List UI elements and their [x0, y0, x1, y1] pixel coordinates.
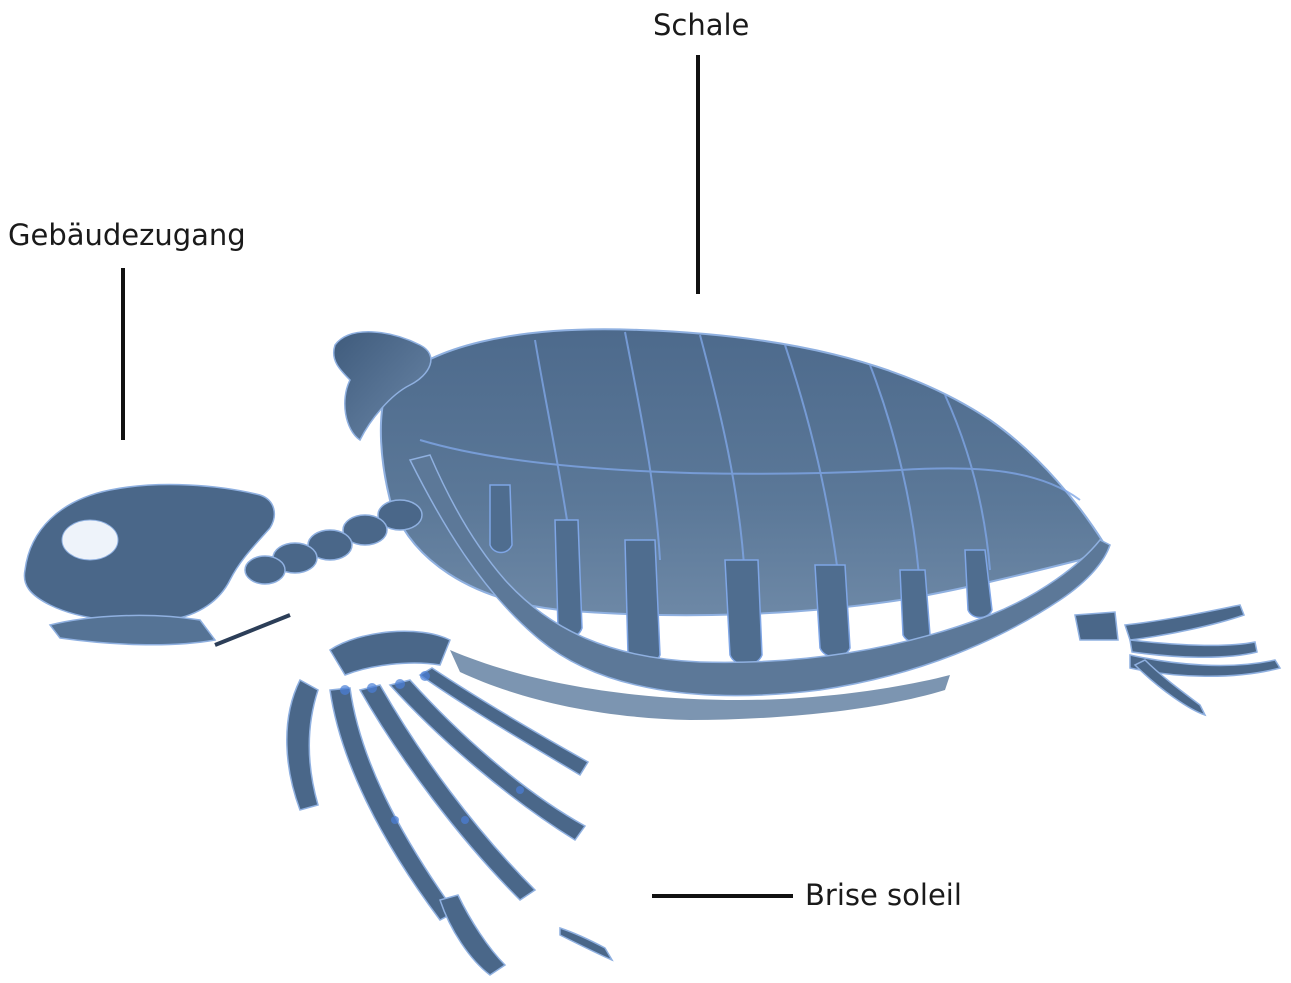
front-flipper	[287, 631, 612, 975]
head-leader-line	[121, 268, 125, 440]
eye-socket	[62, 520, 118, 560]
shell-leader-line	[696, 55, 700, 294]
head-label: Gebäudezugang	[8, 221, 246, 250]
flipper-leader-line	[652, 894, 793, 898]
shell-label: Schale	[653, 11, 749, 40]
lower-jaw	[50, 615, 215, 644]
flipper-label: Brise soleil	[805, 881, 962, 910]
skull	[24, 485, 274, 622]
rear-flipper	[1075, 605, 1280, 715]
